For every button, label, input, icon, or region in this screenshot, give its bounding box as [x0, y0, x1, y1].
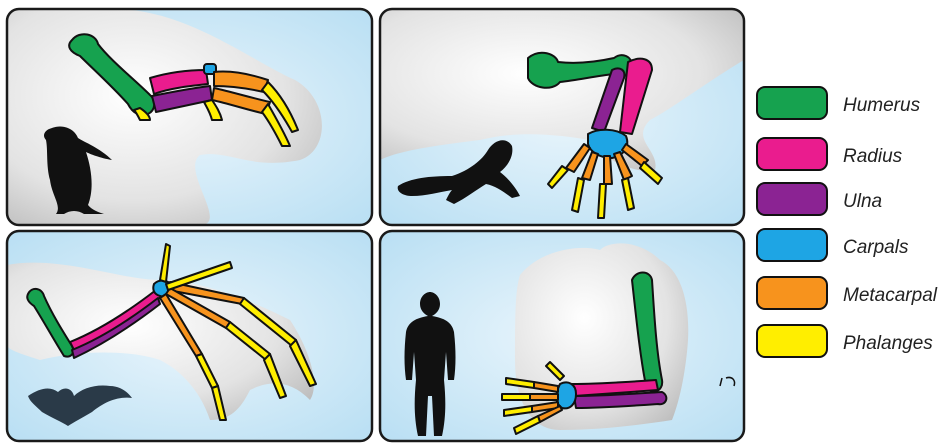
legend-label-metacarpal: Metacarpal: [843, 285, 938, 306]
human-phalanx-2: [502, 394, 530, 400]
legend-swatch-ulna: [757, 183, 827, 215]
legend-swatch-metacarpal: [757, 277, 827, 309]
legend-label-humerus: Humerus: [843, 95, 921, 116]
panel-crocodile: [380, 9, 744, 225]
legend-item-phalanges: Phalanges: [757, 325, 933, 357]
legend-item-ulna: Ulna: [757, 183, 882, 215]
panel-penguin: [7, 9, 372, 225]
crocodile-metacarpal-3: [604, 156, 612, 184]
panel-bat: [7, 231, 372, 441]
human-metacarpal-2: [530, 394, 558, 400]
human-carpals: [556, 382, 576, 408]
legend-swatch-phalanges: [757, 325, 827, 357]
legend-label-carpals: Carpals: [843, 237, 909, 258]
legend-item-metacarpal: Metacarpal: [757, 277, 938, 309]
legend-swatch-carpals: [757, 229, 827, 261]
legend-label-ulna: Ulna: [843, 191, 882, 212]
legend-swatch-humerus: [757, 87, 827, 119]
legend-item-radius: Radius: [757, 138, 903, 170]
legend-label-radius: Radius: [843, 146, 903, 167]
legend-swatch-radius: [757, 138, 827, 170]
panel-human: [380, 231, 744, 441]
legend-label-phalanges: Phalanges: [843, 333, 933, 354]
crocodile-phalanx-3: [598, 184, 606, 218]
legend-item-carpals: Carpals: [757, 229, 909, 261]
legend: Humerus Radius Ulna Carpals Metacarpal P…: [757, 87, 938, 357]
legend-item-humerus: Humerus: [757, 87, 921, 119]
